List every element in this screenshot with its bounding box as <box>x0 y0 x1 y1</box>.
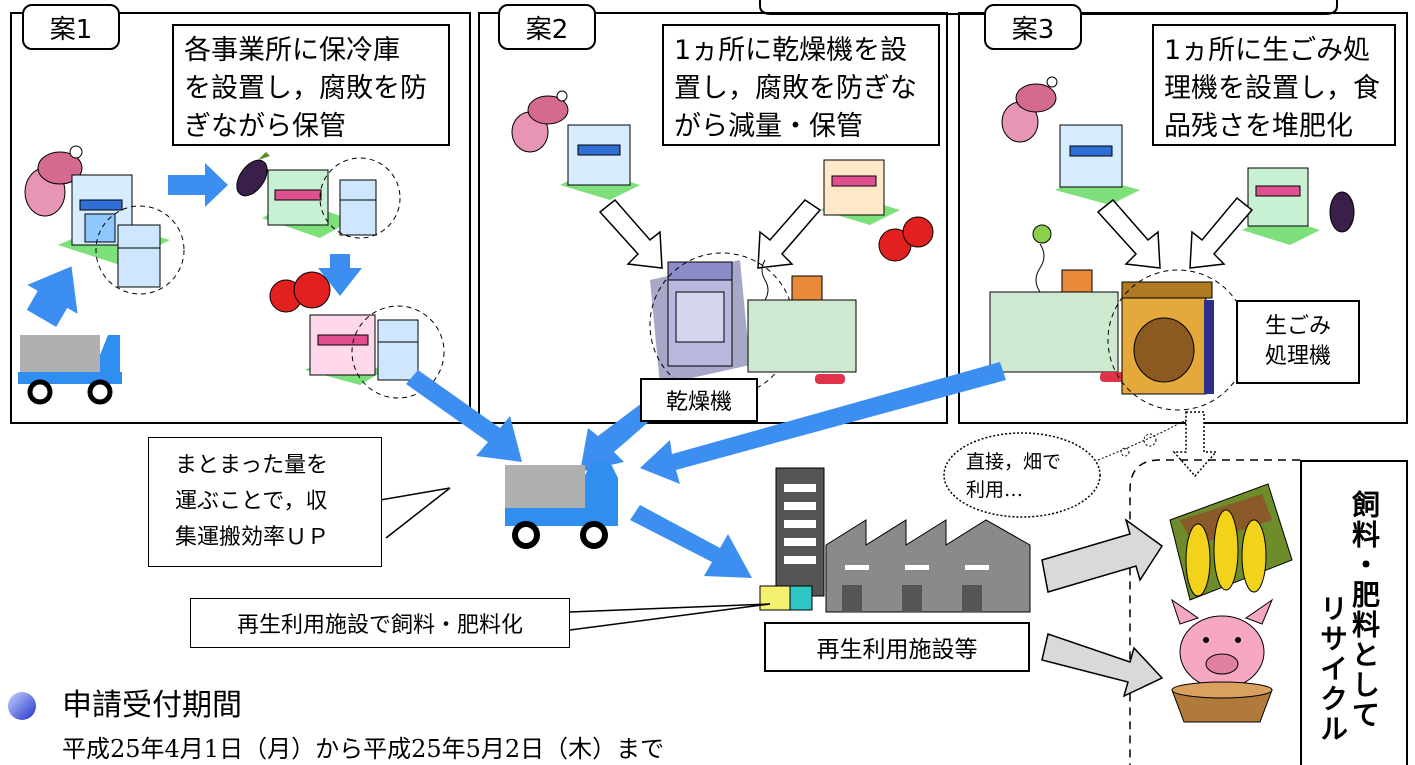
arrow-truck-to-facility <box>630 505 752 578</box>
plan2-tab-label: 案2 <box>525 14 569 45</box>
plan2-desc-line: がら減量・保管 <box>674 111 863 142</box>
recycle-label-box: 飼料・肥料として リサイクル <box>1300 460 1408 765</box>
plan3-desc-line: 理機を設置し，食 <box>1164 73 1380 104</box>
gray-arrow-to-fertilizer <box>1041 633 1164 698</box>
truck-icon-2 <box>505 462 618 549</box>
garbage-processor-label-line: 生ごみ <box>1264 314 1331 339</box>
plan3-tab-label: 案3 <box>1011 14 1055 45</box>
transport-callout-line: 運ぶことで，収 <box>175 489 328 514</box>
plan3-desc-line: 品残さを堆肥化 <box>1164 111 1353 142</box>
garbage-processor-label: 生ごみ 処理機 <box>1236 300 1360 384</box>
corn-compost-icon <box>1169 483 1293 601</box>
plan3-desc-line: 1ヵ所に生ごみ処 <box>1164 35 1371 66</box>
transport-callout-line: まとまった量を <box>175 453 329 478</box>
plan1-tab-label: 案1 <box>49 14 93 45</box>
recycle-region-border <box>1129 459 1300 765</box>
plan1-tab: 案1 <box>22 4 120 50</box>
plan1-desc-line: ぎながら保管 <box>184 111 346 142</box>
recycle-label-line2: リサイクル <box>1316 594 1349 744</box>
application-period-text: 平成25年4月1日（月）から平成25年5月2日（木）まで <box>62 735 665 763</box>
plan1-description: 各事業所に保冷庫 を設置し，腐敗を防 ぎながら保管 <box>172 24 450 146</box>
garbage-processor-label-line: 処理機 <box>1264 344 1331 369</box>
pig-feed-icon <box>1171 598 1274 723</box>
dryer-label-text: 乾燥機 <box>665 390 732 415</box>
plan2-desc-line: 置し，腐敗を防ぎな <box>674 73 917 104</box>
plan1-desc-line: を設置し，腐敗を防 <box>184 73 427 104</box>
plan3-description: 1ヵ所に生ごみ処 理機を設置し，食 品残さを堆肥化 <box>1152 24 1396 146</box>
plan1-desc-line: 各事業所に保冷庫 <box>184 35 400 66</box>
recycling-facility-label: 再生利用施設等 <box>764 622 1030 672</box>
plan3-tab: 案3 <box>984 4 1082 50</box>
plan2-desc-line: 1ヵ所に乾燥機を設 <box>674 35 908 66</box>
section-bullet-icon <box>8 692 36 720</box>
recycle-label-line1: 飼料・肥料として <box>1348 490 1381 730</box>
application-period-heading: 申請受付期間 <box>62 688 242 723</box>
plan2-description: 1ヵ所に乾燥機を設 置し，腐敗を防ぎな がら減量・保管 <box>662 24 940 146</box>
facility-callout-text: 再生利用施設で飼料・肥料化 <box>236 613 523 638</box>
gray-arrow-to-feed <box>1041 518 1164 593</box>
transport-callout-line: 集運搬効率ＵＰ <box>175 525 330 550</box>
plan2-tab: 案2 <box>498 4 596 50</box>
direct-use-line: 利用… <box>966 479 1024 501</box>
facility-callout-tail <box>569 603 771 631</box>
transport-callout-tail <box>379 487 451 539</box>
facility-callout: 再生利用施設で飼料・肥料化 <box>190 598 570 648</box>
direct-use-text: 直接，畑で 利用… <box>966 448 1086 504</box>
direct-use-line: 直接，畑で <box>966 451 1062 473</box>
transport-efficiency-callout: まとまった量を 運ぶことで，収 集運搬効率ＵＰ <box>148 437 382 567</box>
dryer-label: 乾燥機 <box>640 378 758 422</box>
recycling-facility-label-text: 再生利用施設等 <box>816 637 978 663</box>
